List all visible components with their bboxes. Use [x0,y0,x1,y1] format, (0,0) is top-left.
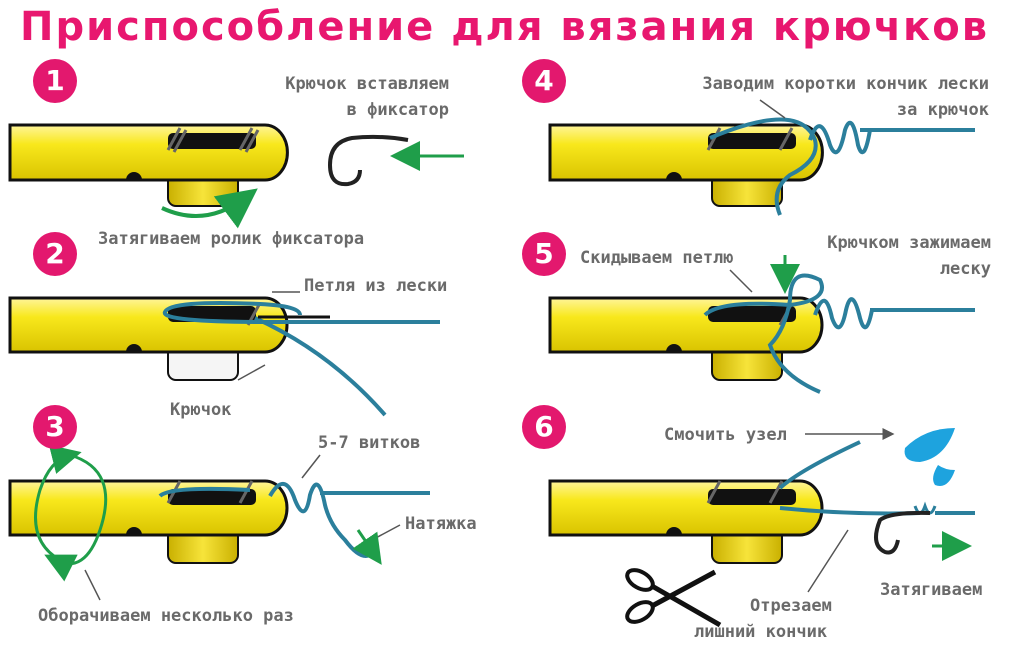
step2-line [162,291,440,417]
step2-device [8,296,289,381]
step-badge-5: 5 [522,232,566,276]
step-badge-2: 2 [33,232,77,276]
s3-turns-label: 5-7 витков [318,433,421,453]
s2-hook-label: Крючок [170,400,232,420]
fish-hook-icon [327,134,409,187]
step-badge-4: 4 [522,59,566,103]
step5-line [703,255,975,394]
s6-cut-label-line2: лишний кончик [694,622,828,642]
s6-tighten-label: Затягиваем [880,580,983,600]
s3-tension-label: Натяжка [405,514,477,534]
fish-hook-icon [874,510,931,555]
scissors-icon [625,568,722,628]
step1-device [8,123,289,207]
wrap-arrow-left-icon [34,444,82,562]
s5-clamp-label-line2: леску [939,259,991,279]
step6-line [778,428,975,593]
s1-insert-label-line1: Крючок вставляем [285,74,449,94]
s3-wrap-label: Оборачиваем несколько раз [38,606,294,626]
page-title: Приспособление для вязания крючков [19,4,989,50]
s6-wet-label: Смочить узел [664,425,787,445]
s1-roller-label: Затягиваем ролик фиксатора [98,229,365,249]
wrap-arrow-right-icon [44,453,108,582]
s5-clamp-label-line1: Крючком зажимаем [827,233,991,253]
step4-line [709,99,975,216]
s6-cut-label-line1: Отрезаем [750,596,832,616]
s5-drop-label: Скидываем петлю [580,248,734,268]
step5-device [548,296,824,381]
step3-line [158,454,430,565]
step-badge-3: 3 [33,405,77,449]
step4-device [548,123,824,207]
water-drops-icon [904,428,955,486]
step-badge-6: 6 [522,405,566,449]
s1-insert-label-line2: в фиксатор [346,100,449,120]
step6-device [548,479,824,564]
rotate-arrow-icon [161,188,258,229]
step-badge-1: 1 [33,59,77,103]
step3-device [8,479,289,564]
s2-loop-label: Петля из лески [304,276,448,296]
s4-label-line1: Заводим коротки кончик лески [702,74,989,94]
s4-label-line2: за крючок [896,100,989,120]
